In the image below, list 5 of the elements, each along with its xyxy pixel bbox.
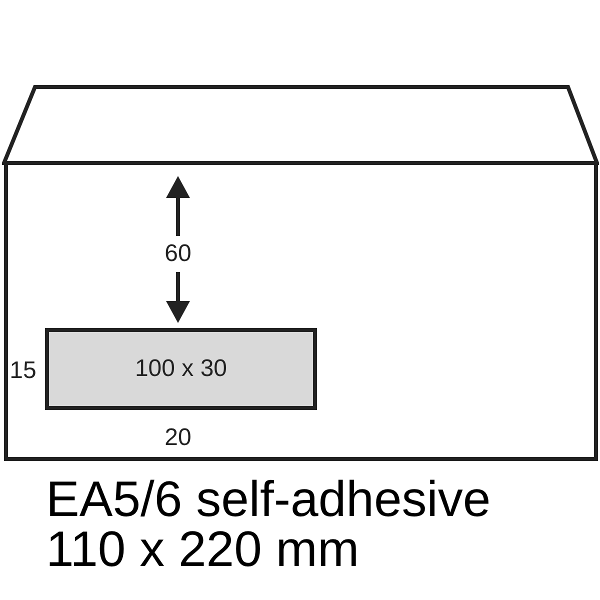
caption: EA5/6 self-adhesive 110 x 220 mm (46, 474, 492, 574)
address-window: 100 x 30 (45, 328, 317, 410)
dimension-label: 15 (8, 356, 38, 386)
dimension-label: 20 (164, 423, 192, 453)
envelope-flap (2, 85, 599, 165)
